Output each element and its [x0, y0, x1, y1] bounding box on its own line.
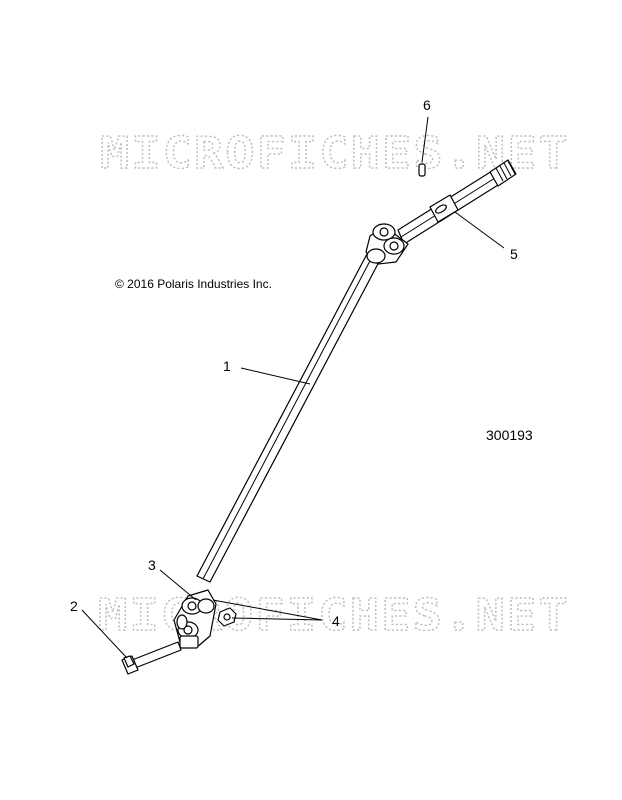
- nut: [217, 607, 237, 627]
- steering-shaft: [196, 253, 381, 583]
- diagram-number: 300193: [486, 427, 533, 443]
- callout-5: 5: [510, 246, 518, 262]
- spline-teeth: [495, 160, 516, 182]
- bolt: [121, 641, 182, 675]
- upper-shaft: [397, 159, 517, 245]
- leader-lines: [81, 116, 505, 659]
- copyright-text: © 2016 Polaris Industries Inc.: [115, 277, 272, 291]
- callout-4: 4: [332, 613, 340, 629]
- roll-pin: [418, 163, 426, 177]
- watermark-top: MICROFICHES.NET: [100, 128, 570, 179]
- callout-1: 1: [223, 358, 231, 374]
- lower-u-joint: [173, 589, 217, 649]
- callout-2: 2: [70, 598, 78, 614]
- callout-6: 6: [423, 97, 431, 113]
- callout-3: 3: [148, 557, 156, 573]
- upper-u-joint: [365, 223, 409, 265]
- watermark-bottom: MICROFICHES.NET: [98, 590, 570, 641]
